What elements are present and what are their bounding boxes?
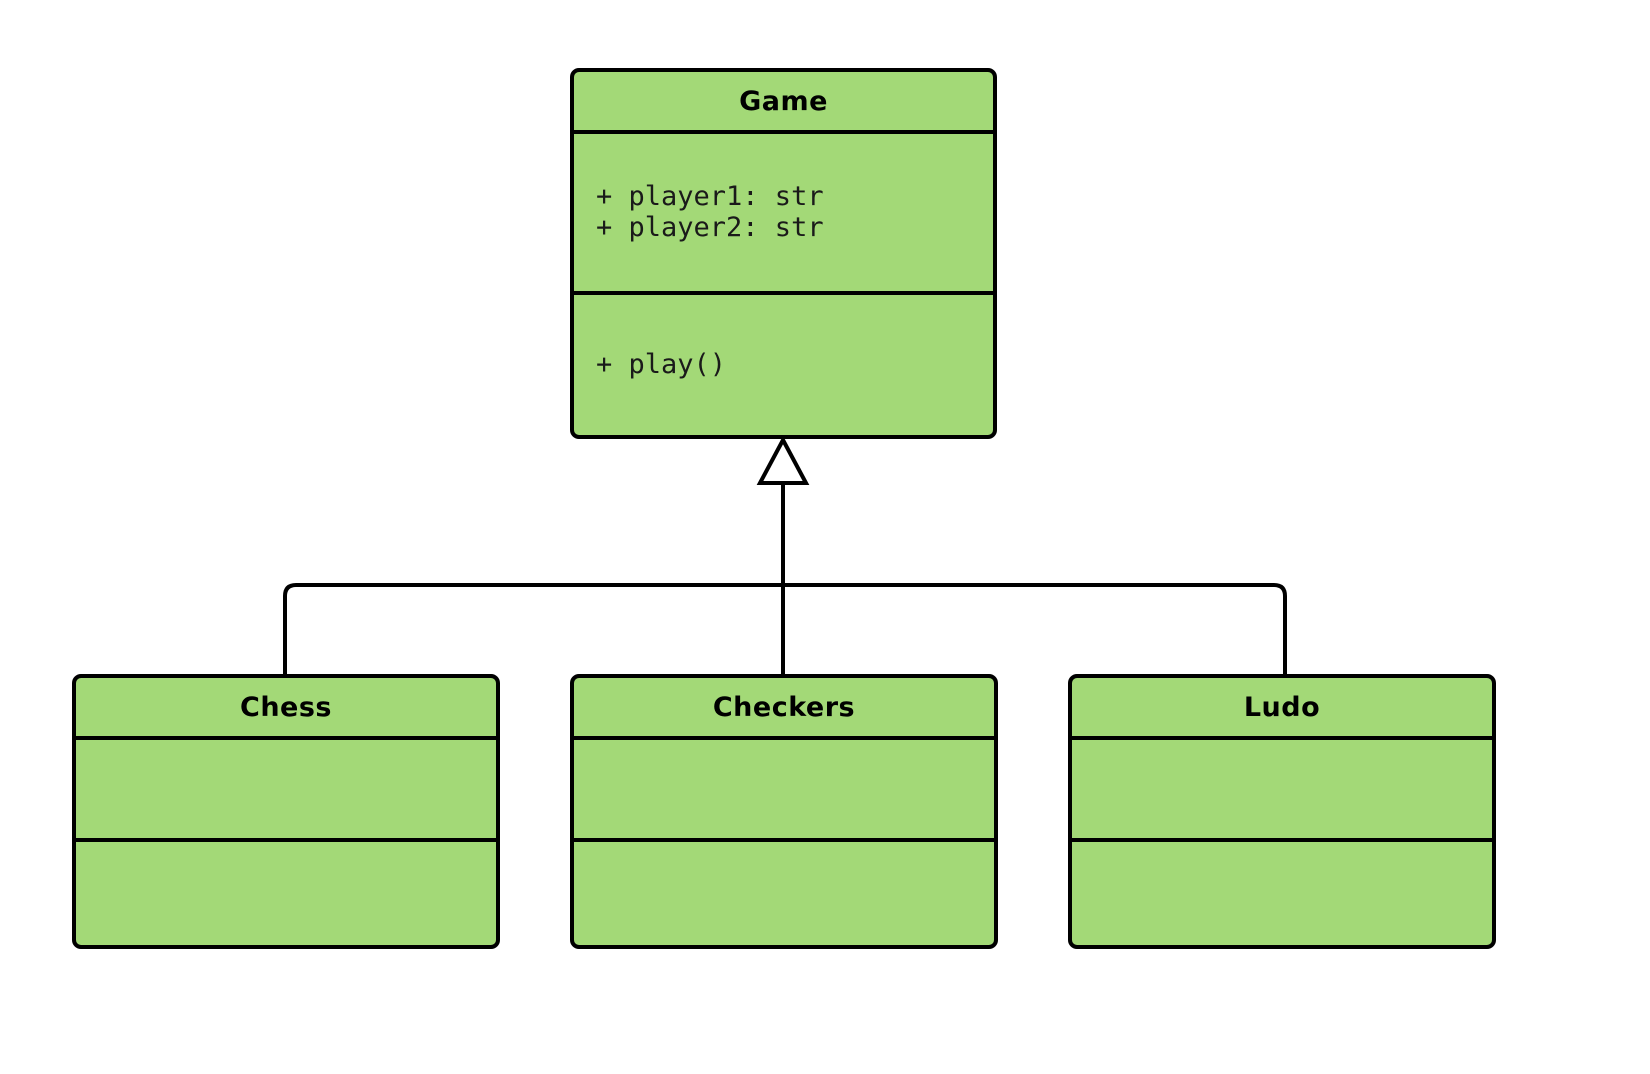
connector-bus-right xyxy=(783,583,1287,674)
compartment-divider xyxy=(76,736,496,741)
attribute-item: + player1: str xyxy=(596,180,824,212)
connector-bus-left xyxy=(283,583,783,674)
attributes-compartment-ludo xyxy=(1072,740,1492,838)
uml-class-checkers[interactable]: Checkers xyxy=(570,674,998,949)
compartment-divider xyxy=(1072,736,1492,741)
compartment-divider xyxy=(574,130,993,135)
uml-class-ludo[interactable]: Ludo xyxy=(1068,674,1496,949)
methods-compartment-game: + play() xyxy=(574,295,993,435)
compartment-divider xyxy=(76,837,496,842)
compartment-divider xyxy=(574,736,994,741)
compartment-divider xyxy=(574,837,994,842)
methods-compartment-chess xyxy=(76,842,496,945)
uml-class-game[interactable]: Game + player1: str + player2: str + pla… xyxy=(570,68,997,439)
class-name-ludo: Ludo xyxy=(1243,691,1321,723)
attribute-item: + player2: str xyxy=(596,212,824,244)
attributes-compartment-checkers xyxy=(574,740,994,838)
compartment-divider xyxy=(574,290,993,295)
methods-compartment-checkers xyxy=(574,842,994,945)
class-name-checkers: Checkers xyxy=(712,691,856,723)
class-name-game: Game xyxy=(739,85,828,117)
method-item: + play() xyxy=(596,348,727,380)
generalization-arrowhead xyxy=(756,435,810,485)
attributes-compartment-chess xyxy=(76,740,496,838)
class-name-chess: Chess xyxy=(240,691,332,723)
methods-compartment-ludo xyxy=(1072,842,1492,945)
attributes-compartment-game: + player1: str + player2: str xyxy=(574,134,993,290)
uml-class-chess[interactable]: Chess xyxy=(72,674,500,949)
compartment-divider xyxy=(1072,837,1492,842)
